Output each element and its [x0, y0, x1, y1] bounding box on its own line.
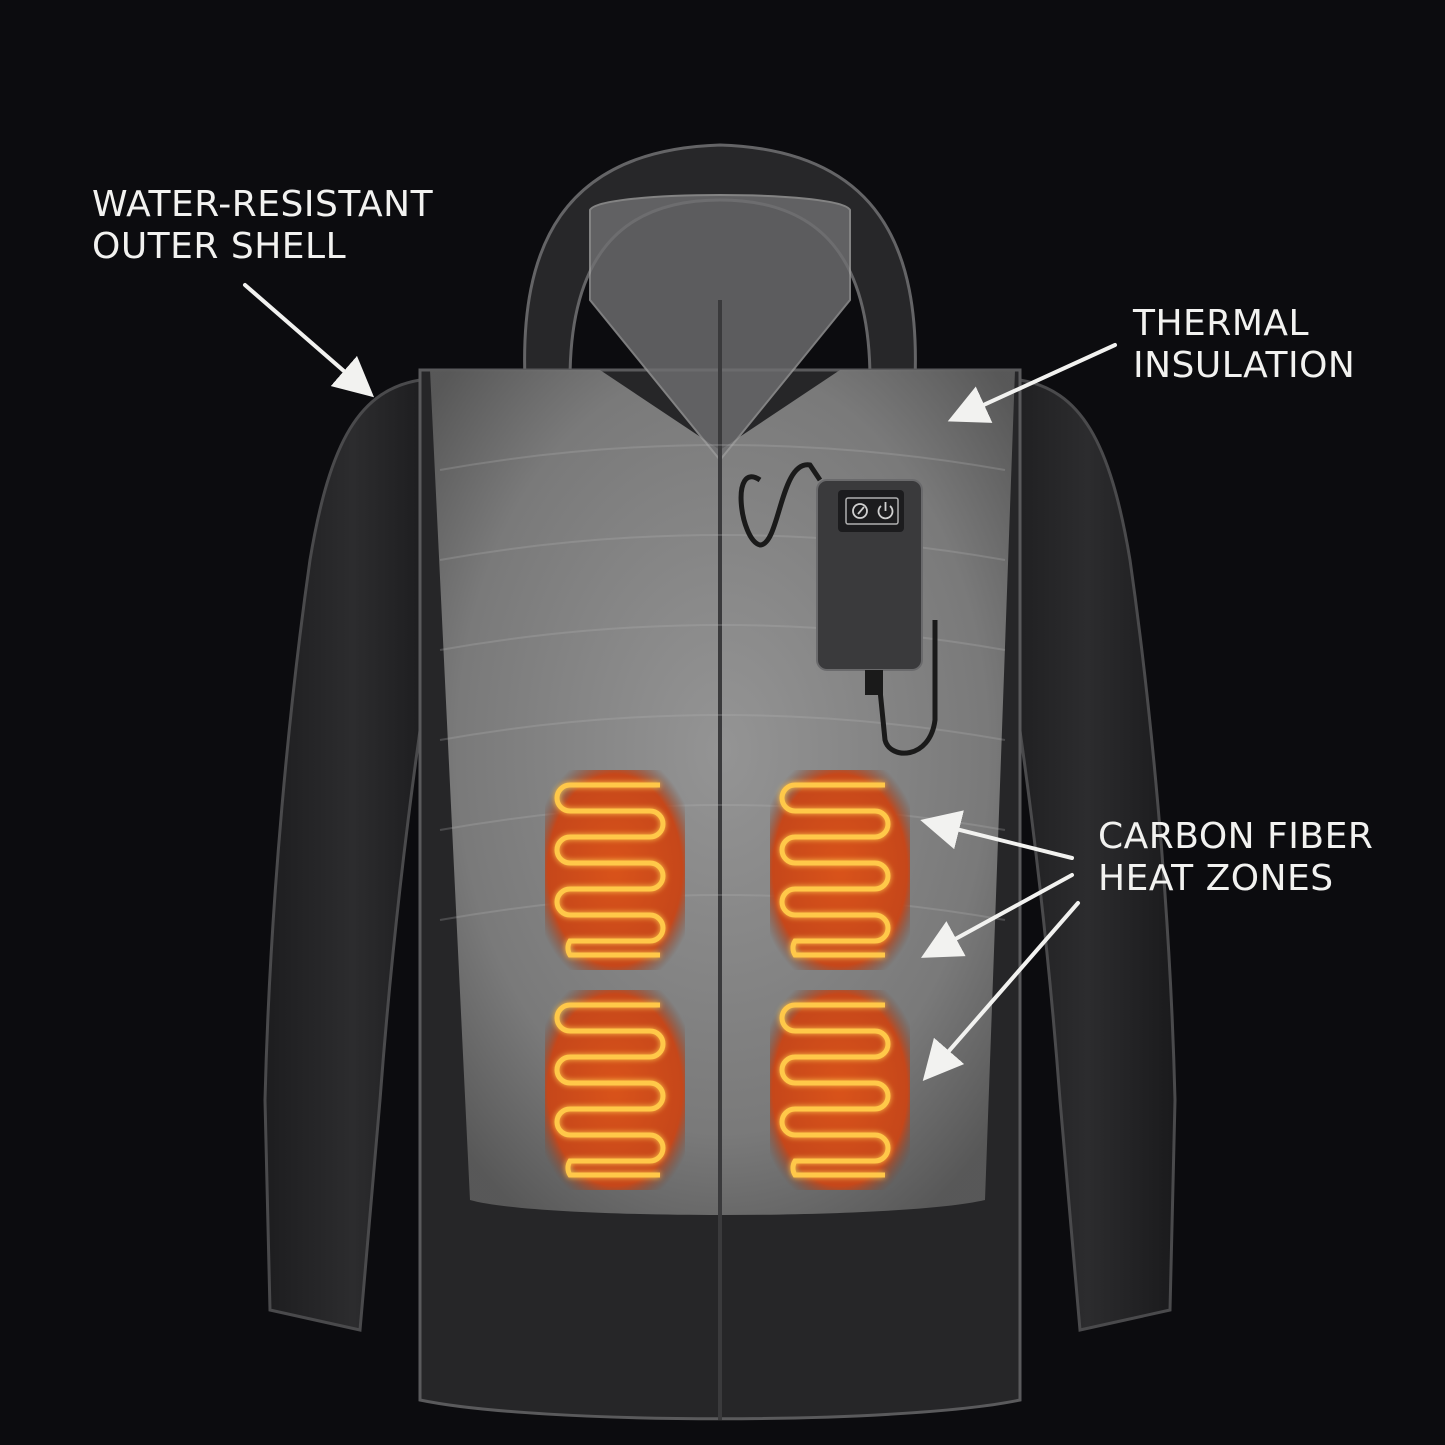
shell-arrow — [243, 283, 375, 398]
battery-cable — [738, 462, 823, 548]
left-sleeve — [263, 378, 442, 1332]
heat-zone-lower-right — [770, 990, 910, 1190]
right-sleeve — [998, 378, 1177, 1332]
temperature-dial-icon — [852, 503, 868, 519]
callout-heat-zones: CARBON FIBER HEAT ZONES — [1098, 816, 1373, 900]
callout-outer-shell-line1: WATER-RESISTANT — [92, 184, 434, 225]
battery-pack — [816, 479, 923, 695]
callout-outer-shell: WATER-RESISTANT OUTER SHELL — [92, 184, 433, 268]
fur-insulation — [430, 370, 1015, 1215]
insulation-arrow — [947, 343, 1117, 423]
heat-zone-lower-left — [545, 990, 685, 1190]
callout-thermal-insulation-line2: INSULATION — [1133, 345, 1356, 386]
callout-outer-shell-line2: OUTER SHELL — [92, 226, 347, 267]
heat-zones — [545, 770, 910, 1190]
callout-heat-zones-line2: HEAT ZONES — [1098, 858, 1334, 899]
callout-heat-zones-line1: CARBON FIBER — [1098, 816, 1374, 857]
heat-zone-upper-left — [545, 770, 685, 970]
heat-zone-upper-right — [770, 770, 910, 970]
callout-thermal-insulation: THERMAL INSULATION — [1133, 303, 1355, 387]
heat-arrow-3 — [922, 901, 1080, 1082]
power-icon — [877, 502, 894, 520]
heat-arrow-2 — [920, 873, 1074, 958]
heat-arrow-1 — [920, 810, 1074, 860]
callout-thermal-insulation-line1: THERMAL — [1133, 303, 1310, 344]
